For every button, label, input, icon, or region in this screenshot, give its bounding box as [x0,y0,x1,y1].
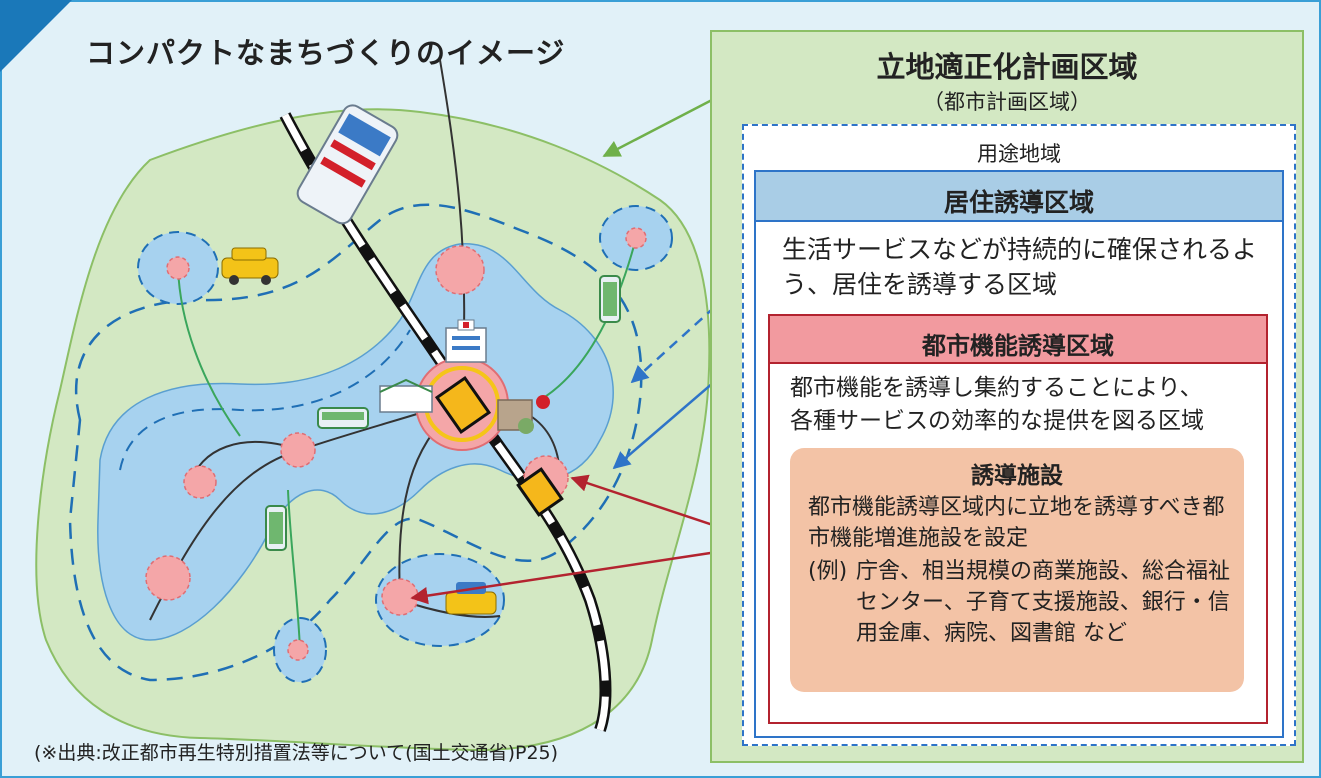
diagram-title: コンパクトなまちづくりのイメージ [86,36,566,70]
location-plan-area-subtitle: （都市計画区域） [923,90,1091,114]
hospital-icon [445,319,487,363]
residential-zone-description: 生活サービスなどが持続的に確保されるよう、居住を誘導する区域 [782,235,1258,299]
commercial-building-icon [379,378,433,413]
main-station-marker [434,375,492,435]
residential-zone-header [756,172,1282,222]
corner-accent [0,0,72,72]
taxi-icon [221,247,279,285]
induced-facilities-box [790,448,1244,692]
location-plan-area-title: 立地適正化計画区域 [876,50,1138,84]
example-label: (例) [808,559,848,584]
green-route-lines [177,237,637,651]
inner-dashed-boundary [119,329,411,471]
residential-zone-title: 居住誘導区域 [943,188,1094,217]
train-icon [296,104,399,225]
source-citation: (※出典:改正都市再生特別措置法等について(国土交通省)P25) [34,742,559,764]
bus-icon-right [599,275,621,323]
urban-function-zone-title: 都市機能誘導区域 [922,332,1114,360]
outer-dashed-boundary [68,203,643,682]
urban-function-zone-header [770,316,1266,364]
induced-facilities-title: 誘導施設 [971,463,1063,489]
urban-function-desc-line1: 都市機能を誘導し集約することにより、 [790,375,1203,401]
red-dot [536,395,550,409]
sub-station-marker [516,467,564,517]
urban-function-desc-line2: 各種サービスの効率的な提供を図る区域 [790,408,1204,434]
satellite-zone-s [375,553,505,647]
induced-facilities-description: 都市機能誘導区域内に立地を誘導すべき都市機能増進施設を設定 [808,495,1225,551]
example-text: 庁舎、相当規模の商業施設、総合福祉センター、子育て支援施設、銀行・信用金庫、病院… [856,559,1231,646]
use-zone-label: 用途地域 [977,142,1061,166]
bus-icon-left [265,505,287,551]
induced-facilities-examples: (例) 庁舎、相当規模の商業施設、総合福祉センター、子育て支援施設、銀行・信用金… [808,556,1238,649]
bus-icon-center [317,407,369,429]
urban-function-zone-description: 都市機能を誘導し集約することにより、 各種サービスの効率的な提供を図る区域 [790,372,1260,438]
office-building-icon [497,399,534,434]
